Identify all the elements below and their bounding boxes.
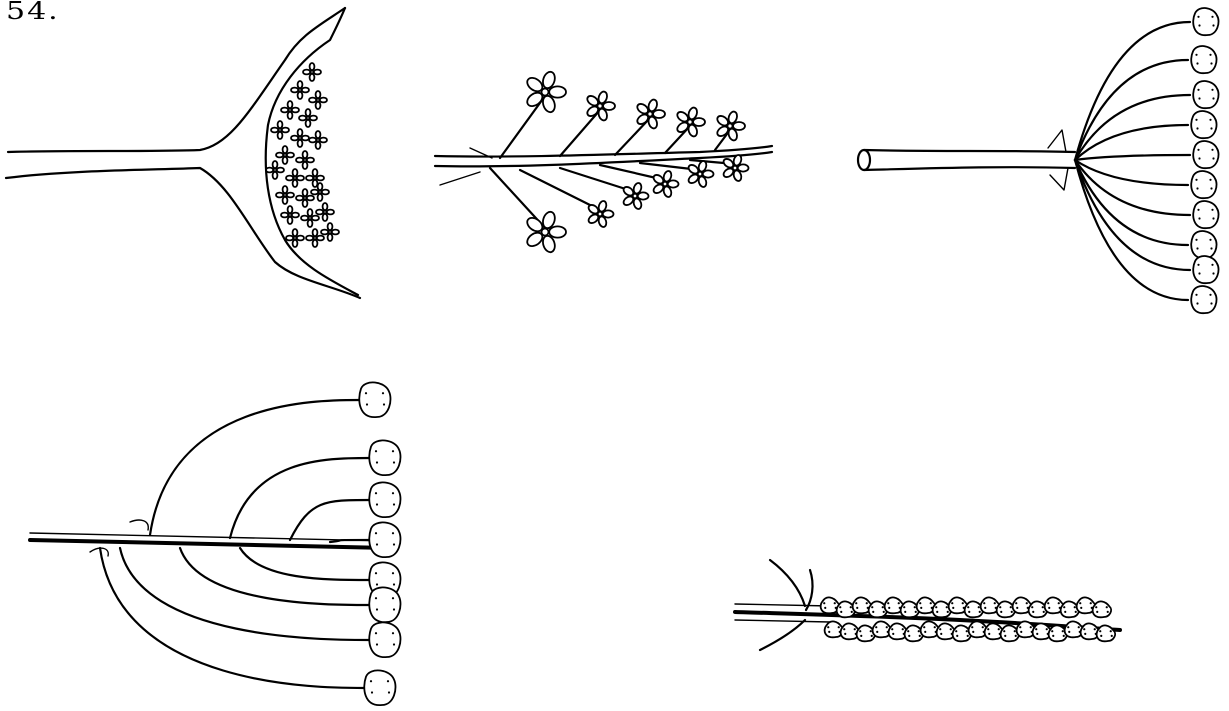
raceme-flower: [587, 200, 614, 228]
raceme-flower: [676, 106, 705, 137]
umbel-flower-head: [1191, 46, 1216, 73]
umbel-flower-head: [1191, 231, 1216, 258]
spathe-floret: [281, 101, 299, 119]
corymb-branch: [230, 458, 370, 538]
corymb-flower-head: [359, 382, 390, 417]
corymb-flower-heads: [359, 382, 400, 705]
umbel-inflorescence-icon: [858, 8, 1219, 313]
spathe-floret: [299, 109, 317, 127]
corymb-branch: [240, 548, 370, 580]
spathe-floret: [296, 151, 314, 169]
spathe-floret: [291, 81, 309, 99]
spathe-floret: [303, 63, 321, 81]
raceme-inflorescence-icon: [435, 70, 772, 253]
corymb-branch: [100, 548, 365, 688]
umbel-flower-head: [1193, 201, 1218, 228]
corymb-flower-head: [369, 482, 400, 517]
corymb-flower-head: [369, 440, 400, 475]
umbel-flower-head: [1193, 256, 1218, 283]
raceme-flower: [687, 160, 714, 188]
raceme-pedicel: [500, 96, 545, 158]
corymb-flower-head: [369, 522, 400, 557]
spike-floret: [1097, 625, 1116, 641]
spathe-floret: [266, 161, 284, 179]
corymb-inflorescence-icon: [30, 382, 401, 705]
corymb-branch: [330, 540, 370, 542]
raceme-flower: [636, 98, 665, 129]
corymb-branch: [290, 500, 370, 540]
spathe-floret: [309, 91, 327, 109]
spathe-floret: [281, 206, 299, 224]
corymb-branch: [180, 548, 370, 605]
umbel-rays: [1075, 22, 1190, 300]
umbel-flower-head: [1191, 286, 1216, 313]
umbel-flower-head: [1191, 111, 1216, 138]
umbel-flower-head: [1193, 141, 1218, 168]
umbel-ray: [1075, 155, 1190, 160]
raceme-flower: [716, 110, 745, 141]
raceme-flower: [525, 210, 566, 253]
corymb-flower-head: [369, 587, 400, 622]
corymb-flower-head: [364, 670, 395, 705]
umbel-ray: [1075, 95, 1190, 160]
raceme-flower: [652, 170, 679, 198]
spathe-floret: [271, 121, 289, 139]
umbel-flower-head: [1193, 8, 1218, 35]
spathe-inflorescence-icon: [6, 8, 360, 298]
umbel-flower-head: [1191, 171, 1216, 198]
corymb-flower-head: [369, 622, 400, 657]
raceme-flower: [525, 70, 566, 113]
umbel-ray: [1075, 22, 1190, 160]
spathe-floret: [276, 186, 294, 204]
raceme-flower: [722, 154, 749, 182]
raceme-flower: [622, 182, 649, 210]
spathe-floret: [276, 146, 294, 164]
spike-inflorescence-icon: [735, 560, 1120, 650]
raceme-flower: [586, 90, 615, 121]
spathe-floret: [286, 169, 304, 187]
spathe-florets: [266, 63, 339, 247]
raceme-pedicel: [560, 110, 600, 156]
spathe-floret: [309, 131, 327, 149]
spike-floret: [1093, 601, 1112, 617]
spathe-floret: [291, 129, 309, 147]
umbel-flower-heads: [1191, 8, 1218, 313]
umbel-flower-head: [1193, 81, 1218, 108]
corymb-branch: [150, 400, 360, 535]
